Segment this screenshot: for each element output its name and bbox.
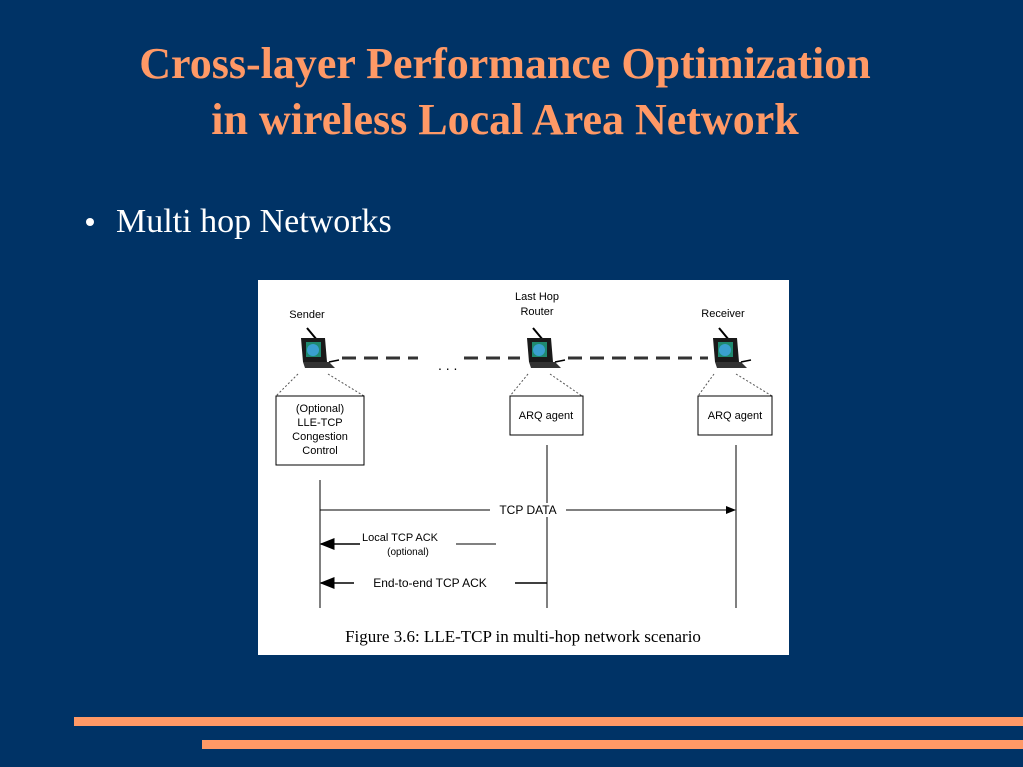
bullet-text: Multi hop Networks bbox=[116, 203, 392, 240]
local-ack-label: Local TCP ACK bbox=[362, 532, 439, 544]
receiver-laptop-icon bbox=[712, 327, 752, 369]
sender-box-line3: Congestion bbox=[292, 431, 348, 443]
receiver-label: Receiver bbox=[701, 308, 745, 320]
e2e-ack-label: End-to-end TCP ACK bbox=[373, 576, 487, 590]
title-line-2: in wireless Local Area Network bbox=[211, 95, 799, 144]
router-box-label: ARQ agent bbox=[519, 410, 573, 422]
bullet-dot-icon bbox=[86, 218, 94, 227]
sender-box-line4: Control bbox=[302, 445, 337, 457]
router-laptop-icon bbox=[526, 327, 566, 369]
decorative-bar-bottom bbox=[202, 740, 1023, 749]
router-label-line1: Last Hop bbox=[515, 291, 559, 303]
slide-title: Cross-layer Performance Optimization in … bbox=[0, 36, 1010, 148]
receiver-box bbox=[697, 395, 773, 436]
sender-box-line1: (Optional) bbox=[296, 403, 344, 415]
network-diagram: Sender Last Hop Router Receiver . . . (O… bbox=[275, 291, 773, 646]
sender-label: Sender bbox=[289, 309, 325, 321]
link-dots: . . . bbox=[438, 357, 457, 373]
tcp-data-label: TCP DATA bbox=[499, 503, 556, 517]
local-ack-note: (optional) bbox=[387, 547, 429, 558]
figure-caption: Figure 3.6: LLE-TCP in multi-hop network… bbox=[345, 627, 701, 646]
receiver-box-label: ARQ agent bbox=[708, 410, 762, 422]
router-box bbox=[509, 395, 584, 436]
router-label-line2: Router bbox=[520, 306, 553, 318]
tcp-data-label-bg bbox=[490, 503, 566, 517]
sender-box-line2: LLE-TCP bbox=[297, 417, 342, 429]
bullet-item: Multi hop Networks bbox=[86, 200, 392, 244]
projection-lines bbox=[275, 373, 773, 397]
title-line-1: Cross-layer Performance Optimization bbox=[139, 39, 871, 88]
figure-image: Sender Last Hop Router Receiver . . . (O… bbox=[258, 280, 789, 655]
decorative-bar-top bbox=[74, 717, 1023, 726]
sender-box bbox=[275, 395, 365, 466]
sender-laptop-icon bbox=[300, 327, 340, 369]
